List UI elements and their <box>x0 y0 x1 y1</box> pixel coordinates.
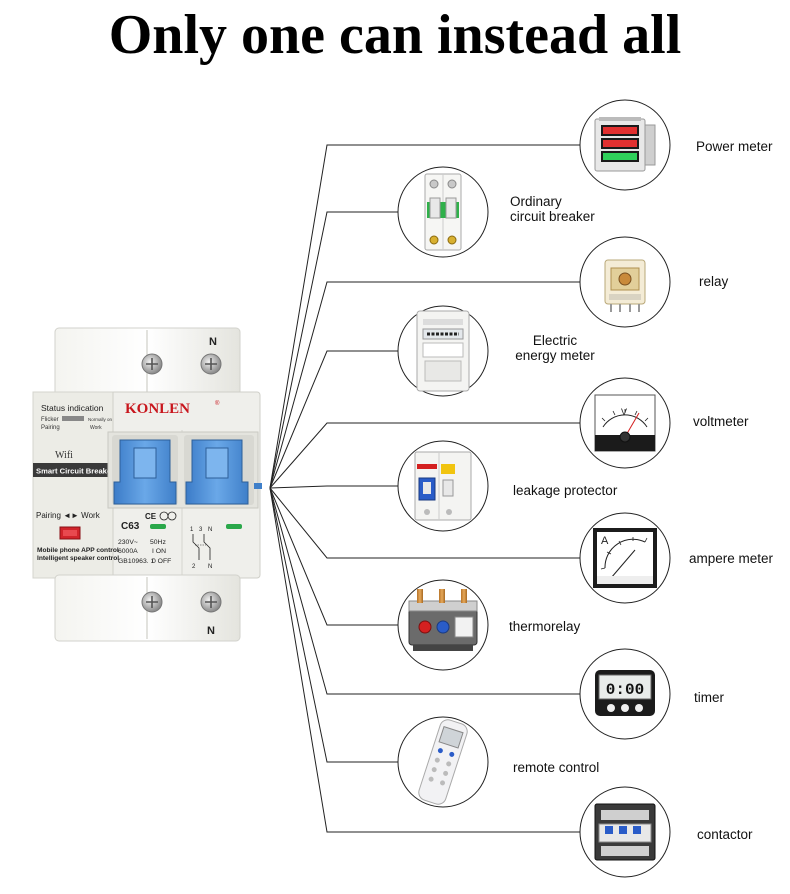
svg-text:Mobile phone APP control: Mobile phone APP control <box>37 547 119 554</box>
connector-line <box>269 281 580 489</box>
wiring-diagram: 1 3 N 2 N <box>190 527 212 570</box>
svg-text:Wifi: Wifi <box>55 450 73 461</box>
status-led <box>150 524 166 529</box>
connector-lines <box>269 144 580 833</box>
svg-text:0:00: 0:00 <box>606 681 644 699</box>
model-label: C63 <box>121 521 140 532</box>
label-electric-energy-meter-line1: Electric <box>532 333 578 348</box>
circuit-breaker-icon <box>424 173 462 251</box>
leakage-protector-icon <box>414 451 472 521</box>
svg-text:A: A <box>601 535 609 547</box>
status-led <box>226 524 242 529</box>
label-ordinary-circuit-breaker-line1: Ordinary <box>510 194 562 209</box>
power-meter-icon <box>594 117 656 172</box>
terminal-n-bottom: N <box>207 625 215 637</box>
energy-meter-icon <box>416 310 470 392</box>
svg-text:0 OFF: 0 OFF <box>152 558 171 565</box>
label-power-meter: Power meter <box>696 139 773 154</box>
svg-text:Pairing ◄► Work: Pairing ◄► Work <box>36 511 101 520</box>
svg-text:50Hz: 50Hz <box>150 539 166 546</box>
ampere-meter-icon: A <box>593 528 657 588</box>
label-voltmeter: voltmeter <box>693 414 749 429</box>
connector-line <box>269 485 398 489</box>
connector-line <box>269 422 580 489</box>
voltmeter-icon: V <box>594 394 656 452</box>
svg-text:CE: CE <box>145 512 157 521</box>
connector-line <box>269 211 398 489</box>
connector-line <box>269 144 580 489</box>
connector-line <box>269 487 398 763</box>
headline: Only one can instead all <box>108 4 682 66</box>
label-thermorelay: thermorelay <box>509 619 581 634</box>
svg-text:Intelligent speaker control: Intelligent speaker control <box>37 555 119 562</box>
svg-text:Flicker: Flicker <box>41 417 59 423</box>
svg-text:6000A: 6000A <box>118 548 138 555</box>
connector-line <box>269 487 398 626</box>
label-timer: timer <box>694 690 724 705</box>
thermorelay-icon <box>408 589 478 651</box>
svg-text:Normally on: Normally on <box>88 417 113 422</box>
timer-icon: 0:00 <box>595 670 655 716</box>
status-title: Status indication <box>41 403 104 413</box>
svg-text:2: 2 <box>192 564 196 570</box>
svg-text:1: 1 <box>190 527 194 533</box>
remote-control-icon <box>418 719 468 805</box>
connector-line <box>269 350 398 489</box>
svg-text:®: ® <box>215 400 220 407</box>
label-contactor: contactor <box>697 827 753 842</box>
svg-text:N: N <box>208 527 212 533</box>
svg-text:Work: Work <box>90 425 102 431</box>
svg-text:Pairing: Pairing <box>41 425 60 431</box>
connector-line <box>269 487 580 833</box>
smart-circuit-breaker: N Status indication Flicker Pairing Norm… <box>32 327 262 642</box>
label-leakage-protector: leakage protector <box>513 483 618 498</box>
product-name: Smart Circuit Breaker <box>36 467 114 476</box>
label-remote-control: remote control <box>513 760 600 775</box>
svg-text:N: N <box>208 564 212 570</box>
relay-icon <box>604 259 646 312</box>
connector-line <box>269 487 580 559</box>
svg-text:3: 3 <box>199 527 203 533</box>
svg-text:V: V <box>621 407 627 417</box>
brand-logo: KONLEN <box>125 401 190 417</box>
label-ampere-meter: ampere meter <box>689 551 774 566</box>
label-relay: relay <box>699 274 729 289</box>
svg-text:230V~: 230V~ <box>118 539 138 546</box>
svg-text:I ON: I ON <box>152 548 166 555</box>
terminal-n-top: N <box>209 336 217 348</box>
label-ordinary-circuit-breaker-line2: circuit breaker <box>510 209 595 224</box>
connector-line <box>269 487 580 695</box>
label-electric-energy-meter-line2: energy meter <box>515 348 595 363</box>
svg-text:GB10963. 1: GB10963. 1 <box>118 558 154 565</box>
contactor-icon <box>594 803 656 861</box>
